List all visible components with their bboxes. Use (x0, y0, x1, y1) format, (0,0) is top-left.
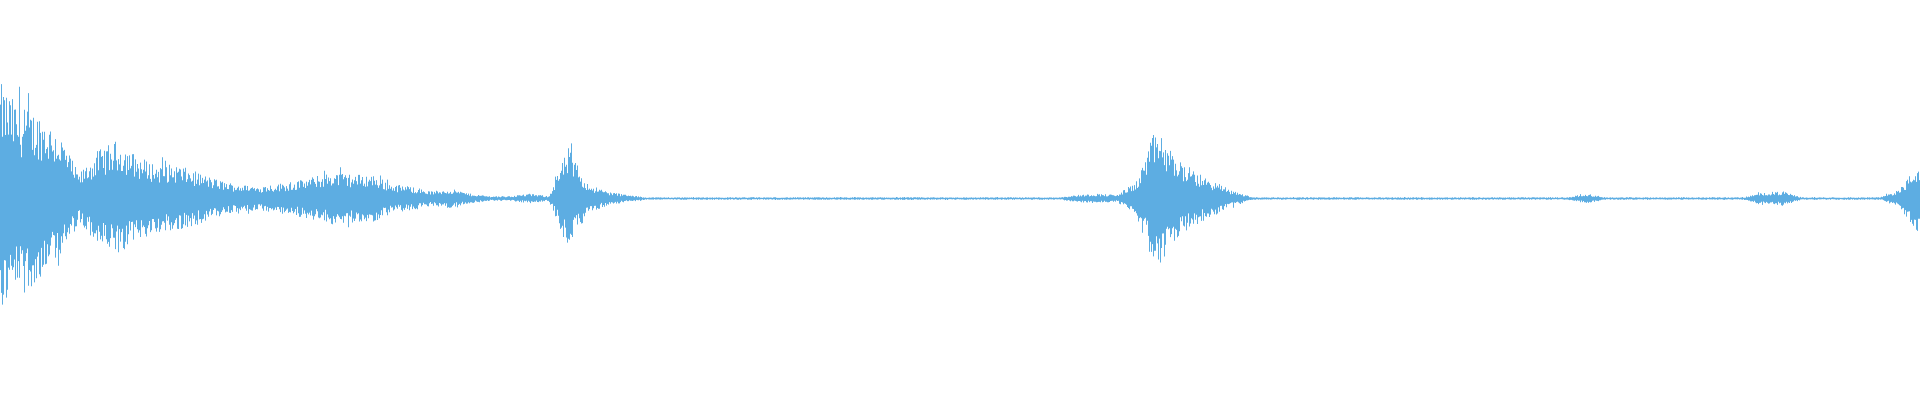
audio-waveform (0, 84, 1920, 305)
